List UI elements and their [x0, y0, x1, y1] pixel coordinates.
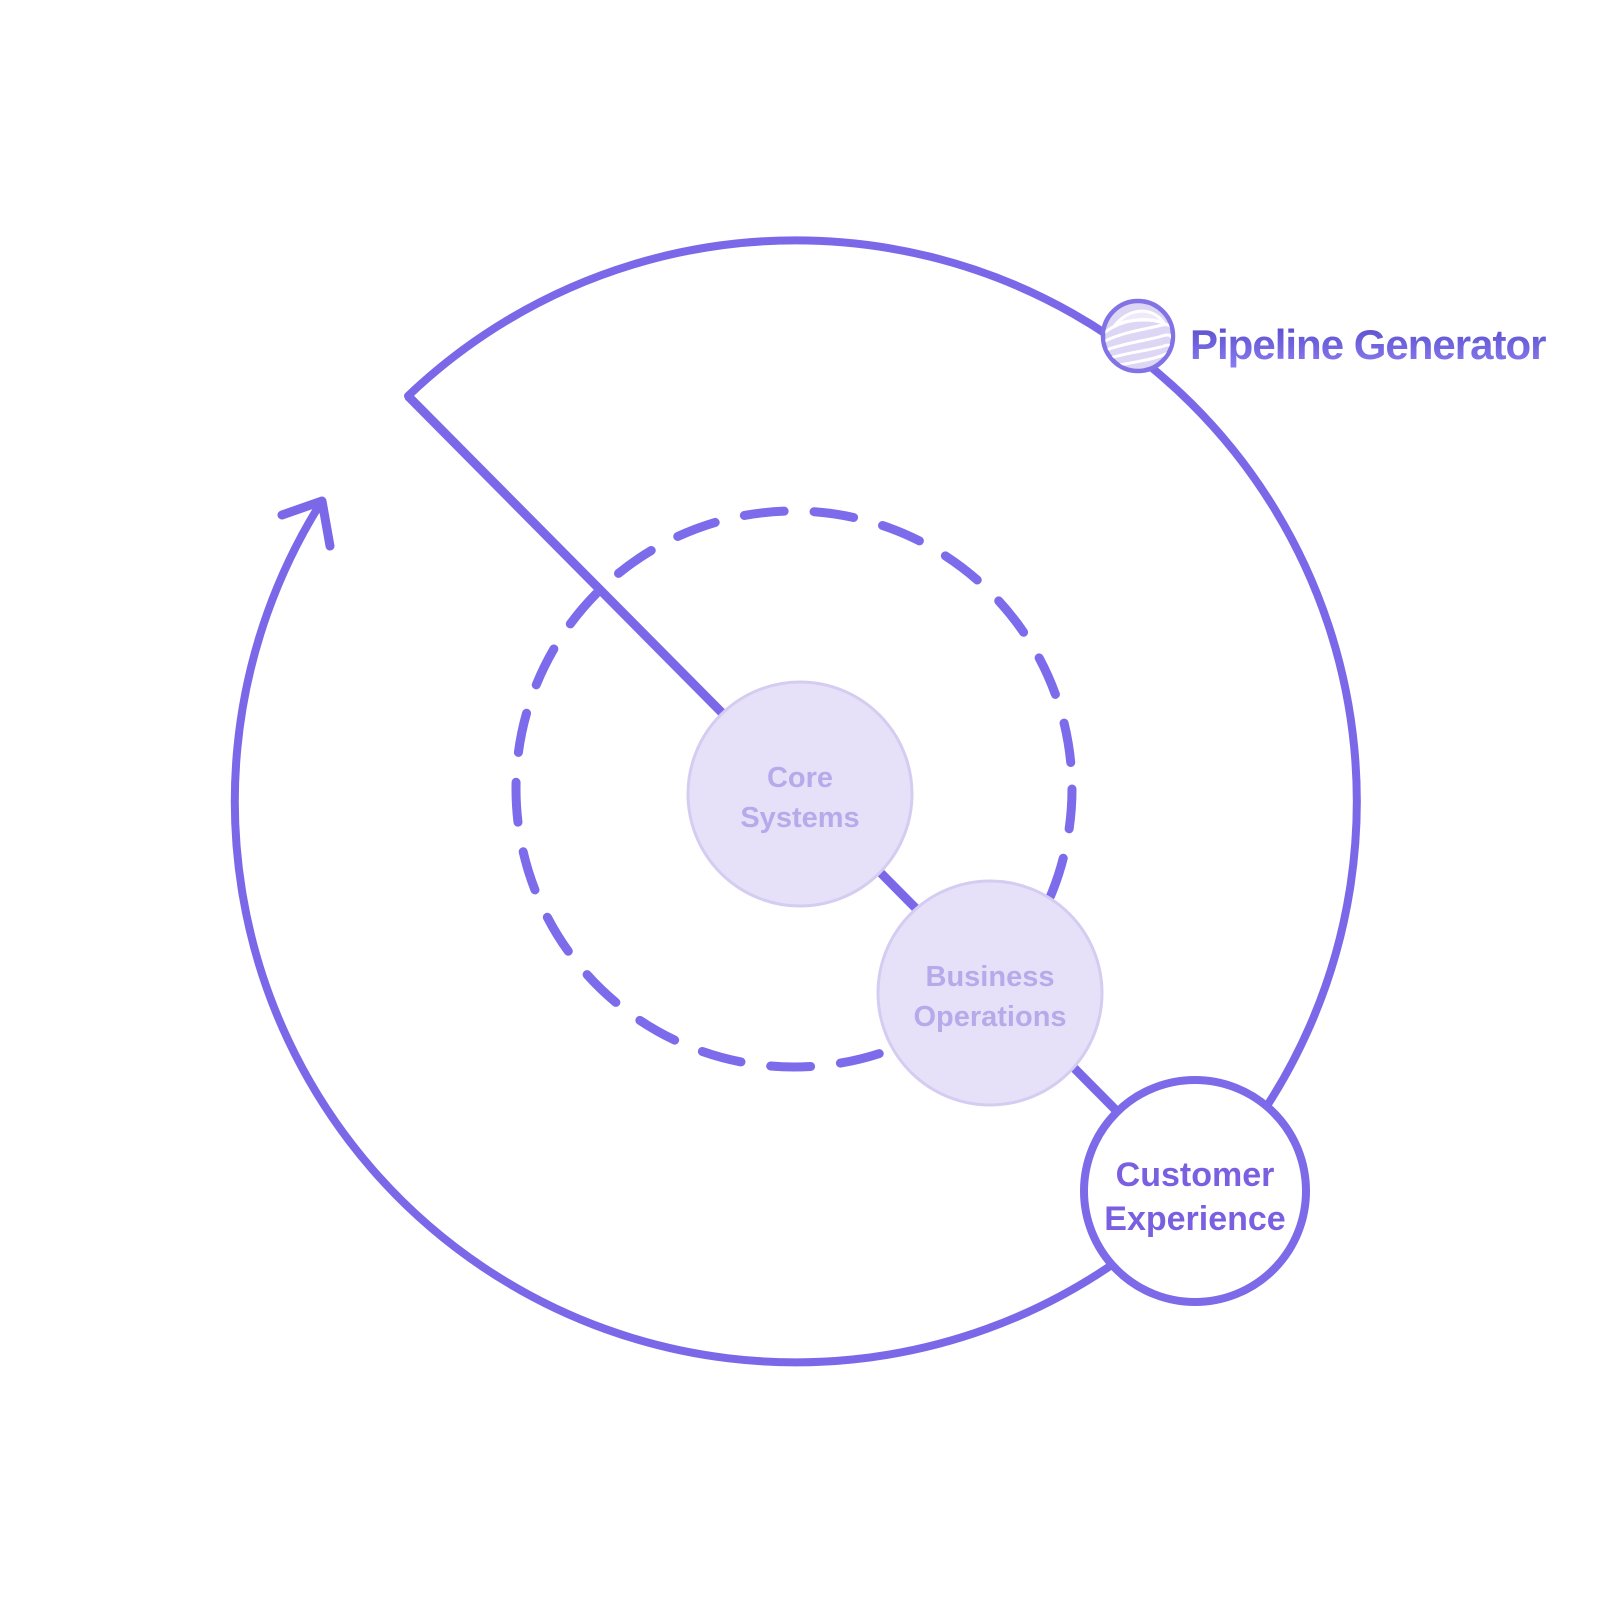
node-business-operations-circle [876, 879, 1104, 1107]
node-customer-experience-label-line2: Experience [1104, 1200, 1285, 1238]
node-business-operations: Business Operations [876, 879, 1104, 1107]
node-business-operations-label-line1: Business [926, 961, 1055, 993]
node-core-systems: Core Systems [686, 680, 914, 908]
arrowhead-icon [277, 496, 335, 551]
node-customer-experience-circle [1080, 1076, 1310, 1306]
node-customer-experience: Customer Experience [1080, 1076, 1310, 1306]
brand-name: Pipeline Generator [1190, 321, 1546, 368]
brand-logo [1100, 298, 1176, 374]
node-core-systems-circle [686, 680, 914, 908]
logo-waves-icon [1105, 309, 1171, 367]
node-business-operations-label-line2: Operations [913, 1001, 1066, 1033]
node-customer-experience-label-line1: Customer [1116, 1156, 1275, 1194]
node-core-systems-label-line1: Core [767, 762, 833, 794]
node-core-systems-label-line2: Systems [740, 802, 859, 834]
inner-orbit-dashed-circle [511, 506, 1077, 1072]
